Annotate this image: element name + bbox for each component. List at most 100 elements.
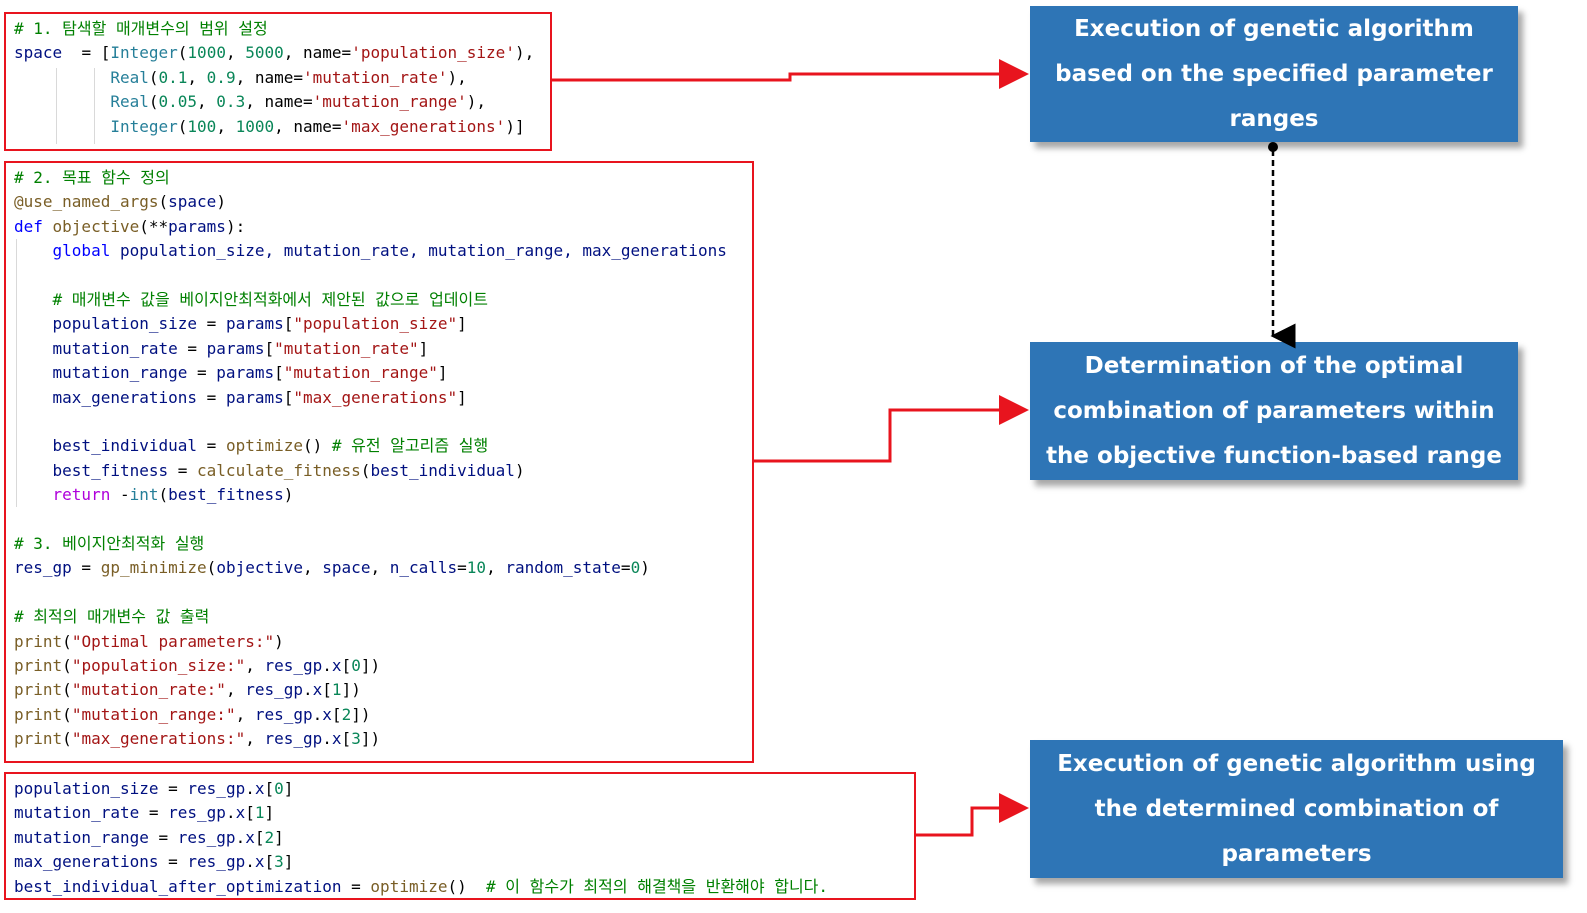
code-token: = — [71, 558, 101, 578]
code-line: # 최적의 매개변수 값 출력 — [14, 605, 209, 629]
code-token: ( — [360, 460, 371, 480]
code-token: , — [216, 116, 236, 136]
code-token: ( — [148, 67, 159, 87]
code-token: # 3. 베이지안최적화 실행 — [14, 534, 205, 553]
code-token: ( — [62, 729, 72, 749]
code-token: 'population_size' — [351, 43, 515, 63]
indent-guide — [94, 68, 95, 144]
indent-guide — [56, 68, 57, 144]
code-line: mutation_rate = params["mutation_rate"] — [14, 337, 429, 361]
code-token: ( — [177, 116, 188, 136]
code-token: # 이 함수가 최적의 해결책을 반환해야 합니다. — [486, 876, 829, 896]
code-token: )] — [505, 116, 525, 136]
box-execution-based-on-ranges-label: Execution of genetic algorithm based on … — [1055, 15, 1493, 132]
code-token: 0 — [630, 558, 641, 578]
code-token: ) — [274, 631, 284, 651]
box-execution-with-determined-parameters-label: Execution of genetic algorithm using the… — [1057, 750, 1536, 867]
code-token: [ — [274, 363, 284, 383]
code-line: mutation_range = params["mutation_range"… — [14, 361, 448, 385]
code-token: x — [322, 704, 332, 724]
code-line: print("mutation_rate:", res_gp.x[1]) — [14, 678, 361, 702]
code-token: [ — [264, 779, 275, 798]
code-token: 3 — [351, 729, 361, 749]
code-token: 0 — [274, 779, 284, 798]
code-token: res_gp — [187, 852, 246, 872]
code-line: best_fitness = calculate_fitness(best_in… — [14, 459, 525, 483]
code-line: Integer(100, 1000, name='max_generations… — [14, 115, 525, 139]
code-token: , — [245, 729, 265, 749]
box-execution-based-on-ranges: Execution of genetic algorithm based on … — [1030, 6, 1518, 142]
code-token: 0.3 — [216, 92, 246, 112]
code-token: ( — [62, 656, 72, 675]
code-token: # 1. 탐색할 매개변수의 범위 설정 — [14, 19, 268, 38]
code-token: 1000 — [187, 43, 226, 63]
code-token: [ — [254, 827, 265, 847]
code-token: Integer — [110, 43, 178, 63]
code-line: Real(0.05, 0.3, name='mutation_range'), — [14, 90, 486, 114]
code-token: 0 — [351, 656, 361, 675]
code-token: 'mutation_range' — [312, 92, 467, 112]
code-token: "Optimal parameters:" — [71, 631, 275, 651]
code-token: print — [14, 729, 63, 749]
code-token: ), — [447, 67, 467, 87]
code-token: n_calls — [389, 558, 458, 578]
code-line: # 2. 목표 함수 정의 — [14, 166, 170, 190]
code-line: Real(0.1, 0.9, name='mutation_rate'), — [14, 66, 467, 90]
code-token: = — [457, 558, 467, 578]
code-line: best_individual_after_optimization = opt… — [14, 875, 828, 899]
code-token: params — [225, 314, 284, 334]
code-token: , — [187, 67, 207, 87]
code-line: best_individual = optimize() # 유전 알고리즘 실… — [14, 434, 489, 458]
code-token: global — [52, 241, 120, 261]
code-token: . — [303, 680, 313, 700]
code-token: ]) — [351, 704, 371, 724]
code-token: . — [322, 729, 332, 749]
code-line: print("Optimal parameters:") — [14, 630, 284, 654]
code-token: Real — [110, 67, 149, 87]
code-token: = — [148, 827, 178, 847]
code-line: # 1. 탐색할 매개변수의 범위 설정 — [14, 17, 268, 41]
code-token: "max_generations" — [293, 387, 458, 407]
box-determination-optimal-combination: Determination of the optimal combination… — [1030, 342, 1518, 480]
code-token: best_individual_after_optimization — [14, 876, 342, 896]
code-token: @use_named_args — [14, 192, 159, 212]
code-token: , — [197, 92, 217, 112]
code-token: = — [168, 460, 198, 480]
code-token: [ — [245, 803, 255, 823]
code-token: = — [139, 803, 169, 823]
code-token: ] — [264, 803, 275, 823]
code-token: objective — [52, 216, 140, 236]
code-token: ( — [158, 485, 169, 505]
code-line: max_generations = params["max_generation… — [14, 386, 467, 410]
code-token: 10 — [466, 558, 487, 578]
box-execution-with-determined-parameters: Execution of genetic algorithm using the… — [1030, 740, 1563, 878]
code-token: 2 — [264, 827, 275, 847]
code-token: = — [197, 436, 226, 456]
code-token: , name= — [235, 67, 304, 87]
code-token: params — [168, 216, 226, 236]
code-token: [ — [283, 387, 294, 407]
code-token: ) — [216, 192, 226, 212]
code-token: space — [168, 192, 217, 212]
code-token: best_fitness — [168, 485, 284, 505]
code-token: , — [486, 558, 506, 578]
code-token: mutation_rate — [14, 803, 140, 823]
code-token: ] — [274, 827, 284, 847]
code-token: params — [206, 338, 265, 358]
code-token: = — [620, 558, 631, 578]
code-token: print — [14, 680, 63, 700]
code-token: . — [312, 704, 323, 724]
code-token: - — [119, 485, 130, 505]
arrow-block1-to-box1 — [552, 59, 1029, 89]
code-token: mutation_range — [52, 363, 188, 383]
code-line: def objective(**params): — [14, 215, 245, 239]
code-token: "mutation_rate" — [274, 338, 419, 358]
code-token: 1000 — [235, 116, 275, 136]
code-token: , — [245, 656, 265, 675]
code-token: [ — [264, 852, 275, 872]
code-token: "mutation_rate:" — [71, 680, 226, 700]
code-token: x — [245, 827, 255, 847]
code-token: x — [312, 680, 323, 700]
